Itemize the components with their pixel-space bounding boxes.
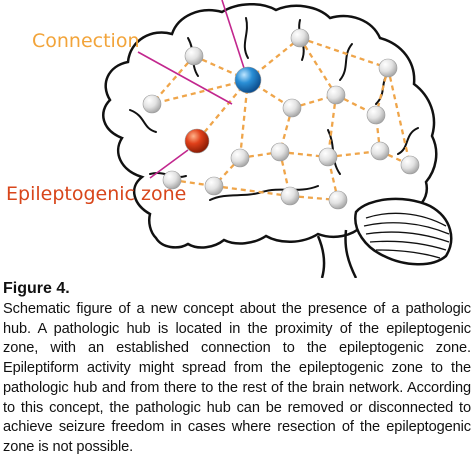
network-link [151,55,195,105]
network-node [318,147,338,167]
figure-number: Figure 4. [3,280,70,297]
network-node [328,190,348,210]
network-link [213,184,291,198]
network-link [151,78,249,106]
network-link [326,94,338,158]
network-nodes [142,28,420,210]
network-node [400,155,420,175]
connection-label: Connection [32,30,140,52]
network-node [270,142,290,162]
brain-network-diagram: Connection Epileptogenic zone [6,0,453,278]
network-node [326,85,346,105]
network-node [204,176,224,196]
network-link [299,36,389,70]
network-node [366,105,386,125]
network-node [184,46,204,66]
caption-text: Schematic figure of a new concept about … [3,301,471,455]
network-node [280,186,300,206]
network-node [290,28,310,48]
network-link [386,67,412,166]
brainstem [316,229,358,278]
network-link [171,178,215,188]
network-node [370,141,390,161]
label-pointers [137,0,245,179]
network-node [282,98,302,118]
pathologic-hub-node [234,66,262,94]
figure-caption: Figure 4. Schematic figure of a new conc… [3,279,471,458]
network-node [142,94,162,114]
network-node [230,148,250,168]
network-link [239,150,281,160]
network-node [378,58,398,78]
network-link [299,37,337,96]
network-node [162,170,182,190]
epileptogenic-zone-node [184,128,210,154]
epileptogenic-zone-label: Epileptogenic zone [6,183,186,205]
cerebellum [354,197,453,266]
